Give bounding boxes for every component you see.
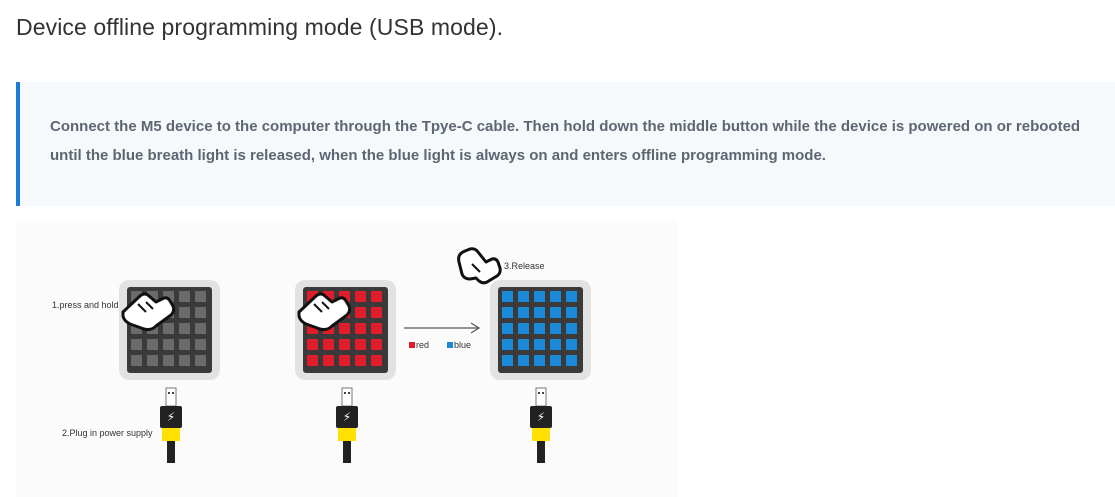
led-pixel <box>550 323 561 334</box>
led-pixel <box>566 355 577 366</box>
led-pixel <box>534 323 545 334</box>
led-pixel <box>323 355 334 366</box>
usb-icon: ⚡ <box>167 410 175 424</box>
led-pixel <box>534 339 545 350</box>
led-pixel <box>179 323 190 334</box>
offline-mode-illustration: 1.press and hold ⚡ 2.Plug in power suppl… <box>16 220 678 497</box>
usb-icon: ⚡ <box>537 410 545 424</box>
led-pixel <box>131 355 142 366</box>
led-pixel <box>339 291 350 302</box>
led-pixel <box>163 355 174 366</box>
led-pixel <box>307 355 318 366</box>
led-pixel <box>355 323 366 334</box>
led-pixel <box>195 307 206 318</box>
led-pixel <box>195 323 206 334</box>
led-pixel <box>179 339 190 350</box>
led-pixel <box>502 339 513 350</box>
led-pixel <box>550 291 561 302</box>
led-pixel <box>502 307 513 318</box>
led-pixel <box>534 291 545 302</box>
device-1 <box>119 280 220 380</box>
led-pixel <box>550 339 561 350</box>
step2-label: 2.Plug in power supply <box>62 428 153 438</box>
led-pixel <box>371 323 382 334</box>
device-2 <box>295 280 396 380</box>
led-pixel <box>518 307 529 318</box>
step1-label: 1.press and hold <box>52 300 119 310</box>
led-pixel <box>339 339 350 350</box>
led-pixel <box>307 323 318 334</box>
led-pixel <box>179 307 190 318</box>
led-pixel <box>566 323 577 334</box>
led-pixel <box>323 339 334 350</box>
legend-blue-swatch <box>447 342 453 348</box>
color-legend: red blue <box>409 340 471 350</box>
legend-blue-label: blue <box>454 340 471 350</box>
led-pixel <box>355 307 366 318</box>
hand-pointer-icon <box>121 292 176 332</box>
led-pixel <box>355 355 366 366</box>
hand-pointer-icon <box>297 292 352 332</box>
legend-red-swatch <box>409 342 415 348</box>
led-pixel <box>307 339 318 350</box>
device-3 <box>490 280 591 380</box>
hand-release-icon <box>457 247 502 285</box>
led-pixel <box>163 339 174 350</box>
led-pixel <box>163 291 174 302</box>
led-pixel <box>339 355 350 366</box>
led-pixel <box>566 339 577 350</box>
led-pixel <box>534 355 545 366</box>
led-pixel <box>355 291 366 302</box>
led-pixel <box>163 323 174 334</box>
step3-label: 3.Release <box>504 261 545 271</box>
led-pixel <box>502 355 513 366</box>
usb-plug-3: ⚡ <box>530 387 552 463</box>
led-pixel <box>534 307 545 318</box>
led-pixel <box>550 307 561 318</box>
led-pixel <box>131 339 142 350</box>
led-pixel <box>131 323 142 334</box>
led-pixel <box>147 355 158 366</box>
led-pixel <box>371 355 382 366</box>
led-pixel <box>518 323 529 334</box>
note-callout: Connect the M5 device to the computer th… <box>16 82 1115 206</box>
led-pixel <box>147 291 158 302</box>
led-pixel <box>502 291 513 302</box>
led-pixel <box>566 291 577 302</box>
page-title: Device offline programming mode (USB mod… <box>16 14 504 40</box>
led-pixel <box>518 339 529 350</box>
led-pixel <box>518 355 529 366</box>
led-pixel <box>371 291 382 302</box>
led-pixel <box>195 339 206 350</box>
note-text: Connect the M5 device to the computer th… <box>50 118 1081 164</box>
led-pixel <box>179 291 190 302</box>
led-pixel <box>502 323 513 334</box>
led-pixel <box>131 291 142 302</box>
led-pixel <box>195 291 206 302</box>
led-pixel <box>518 291 529 302</box>
led-pixel <box>323 291 334 302</box>
arrow-right-icon <box>404 322 481 334</box>
legend-red-label: red <box>416 340 429 350</box>
led-pixel <box>307 291 318 302</box>
led-pixel <box>179 355 190 366</box>
led-pixel <box>147 339 158 350</box>
led-pixel <box>339 323 350 334</box>
led-pixel <box>371 339 382 350</box>
led-pixel <box>195 355 206 366</box>
led-pixel <box>550 355 561 366</box>
led-pixel <box>566 307 577 318</box>
usb-plug-2: ⚡ <box>336 387 358 463</box>
usb-icon: ⚡ <box>343 410 351 424</box>
led-pixel <box>371 307 382 318</box>
led-pixel <box>355 339 366 350</box>
usb-plug-1: ⚡ <box>160 387 182 463</box>
